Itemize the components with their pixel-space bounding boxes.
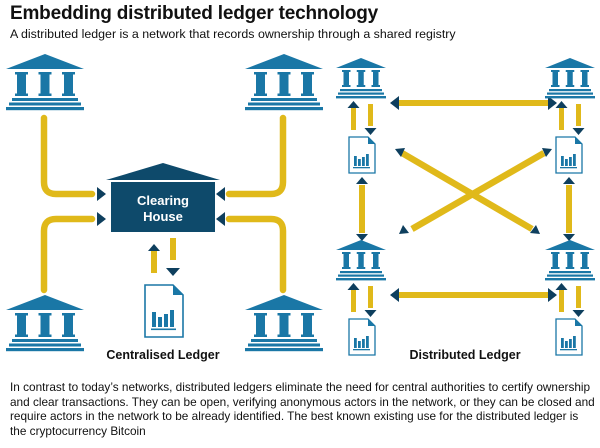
clearing-house-label-line2: House [143, 209, 183, 224]
arrowhead-icon [572, 310, 585, 317]
ledger-document-icon [348, 136, 376, 174]
arrowhead-icon [97, 212, 106, 226]
page-subtitle: A distributed ledger is a network that r… [10, 27, 456, 41]
bank-icon [6, 295, 84, 352]
arrowhead-icon [555, 101, 568, 108]
arrowhead-icon [563, 177, 575, 184]
bank-icon [336, 240, 386, 281]
connector-top-left [40, 114, 96, 198]
bank-icon [6, 54, 84, 111]
arrowhead-icon [555, 283, 568, 290]
distributed-ledger-label: Distributed Ledger [409, 348, 520, 362]
arrowhead-icon [347, 101, 360, 108]
arrowhead-icon [356, 234, 368, 241]
arrowhead-icon [563, 234, 575, 241]
connector-top-right [225, 114, 287, 198]
clearing-house: Clearing House [106, 163, 220, 232]
footer-description: In contrast to today’s networks, distrib… [10, 380, 595, 438]
arrowhead-icon [548, 288, 557, 302]
arrowhead-icon [347, 283, 360, 290]
arrowhead-icon [390, 96, 399, 110]
ledger-document-icon [555, 318, 583, 356]
bank-icon [336, 58, 386, 99]
centralised-ledger: Clearing House Centralised Ledger [6, 54, 323, 362]
bank-icon [245, 54, 323, 111]
arrowhead-icon [356, 177, 368, 184]
clearing-house-label-line1: Clearing [137, 193, 189, 208]
ledger-document-icon [144, 284, 184, 338]
bank-icon [545, 58, 595, 99]
arrowhead-icon [364, 128, 377, 135]
connector-bottom-right [225, 215, 287, 294]
distributed-ledger: Distributed Ledger [336, 58, 595, 362]
page-title: Embedding distributed ledger technology [10, 3, 378, 24]
arrowhead-icon [390, 288, 399, 302]
arrowhead-icon [97, 187, 106, 201]
ledger-document-icon [555, 136, 583, 174]
centralised-ledger-label: Centralised Ledger [106, 348, 219, 362]
arrowhead-icon [148, 244, 160, 251]
arrowhead-icon [364, 310, 377, 317]
bank-icon [545, 240, 595, 281]
arrowhead-icon [216, 212, 225, 226]
connector-bottom-left [40, 215, 96, 294]
ledger-document-icon [348, 318, 376, 356]
bank-icon [245, 295, 323, 352]
ledger-diagram: Clearing House Centralised Ledger [6, 54, 595, 362]
arrowhead-icon [572, 128, 585, 135]
arrowhead-icon [216, 187, 225, 201]
